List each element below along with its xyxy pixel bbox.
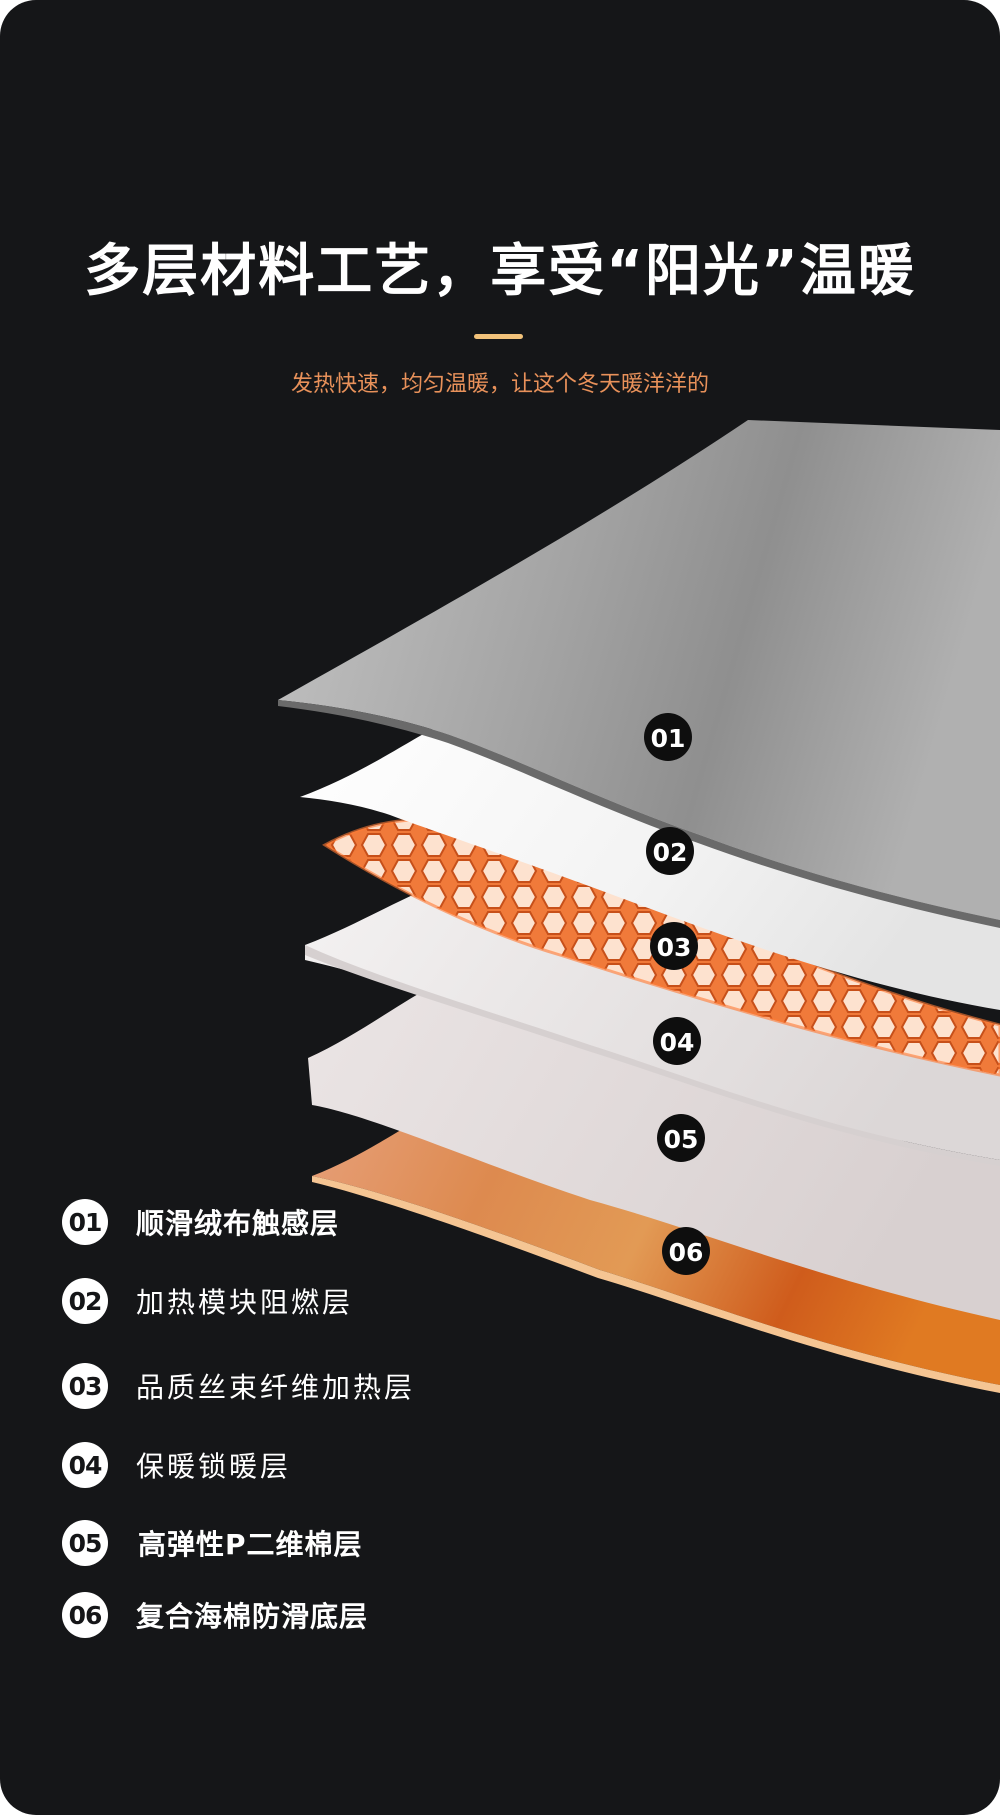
layer-badge-06: 06 [662,1227,710,1275]
legend-number: 02 [62,1278,108,1324]
legend-label: 高弹性P二维棉层 [138,1528,363,1561]
layer-badge-05: 05 [657,1114,705,1162]
legend-number: 05 [62,1520,108,1566]
legend-item-04: 04 保暖锁暖层 [62,1439,291,1491]
layer-02 [300,725,1000,1010]
legend-number: 03 [62,1363,108,1409]
svg-text:03: 03 [657,933,692,962]
legend-item-01: 01 顺滑绒布触感层 [62,1196,339,1248]
layer-badge-03: 03 [650,922,698,970]
page-subtitle: 发热快速，均匀温暖，让这个冬天暖洋洋的 [290,372,709,397]
layer-badge-01: 01 [644,713,692,761]
legend-item-06: 06 复合海棉防滑底层 [62,1589,368,1641]
legend-number: 06 [62,1592,108,1638]
svg-text:02: 02 [653,838,688,867]
svg-text:04: 04 [660,1028,695,1057]
legend-label: 保暖锁暖层 [136,1450,292,1483]
svg-text:05: 05 [664,1125,699,1154]
layer-badge-04: 04 [653,1017,701,1065]
legend-label: 品质丝束纤维加热层 [136,1371,416,1404]
legend-label: 加热模块阻燃层 [136,1286,354,1319]
layer-badge-02: 02 [646,827,694,875]
legend-item-02: 02 加热模块阻燃层 [62,1275,353,1327]
legend-item-03: 03 品质丝束纤维加热层 [62,1360,415,1412]
legend-number: 04 [62,1442,108,1488]
layer-05 [308,970,1000,1320]
svg-text:01: 01 [651,724,686,753]
layer-06 [312,1105,1000,1385]
legend-number: 01 [62,1199,108,1245]
layer-04 [305,870,1000,1160]
svg-text:06: 06 [669,1238,704,1267]
title-divider [474,334,523,339]
layer-01 [278,420,1000,920]
page-title: 多层材料工艺，享受“阳光”温暖 [84,239,916,304]
legend-label: 顺滑绒布触感层 [136,1207,340,1240]
legend-item-05: 05 高弹性P二维棉层 [62,1517,363,1569]
legend-label: 复合海棉防滑底层 [136,1600,369,1633]
